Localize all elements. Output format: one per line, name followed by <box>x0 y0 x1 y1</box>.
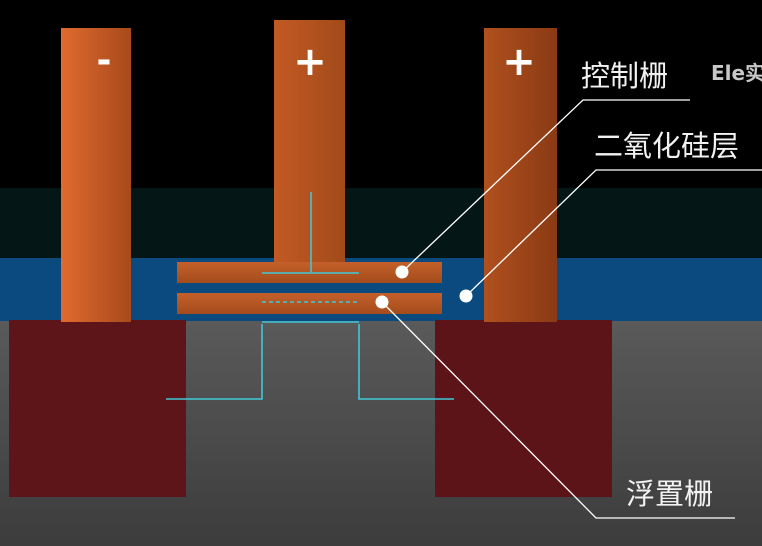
source-electrode <box>61 28 131 322</box>
floating-gate-marker <box>375 295 389 309</box>
oxide-leader <box>465 169 762 297</box>
drain-electrode <box>484 28 557 322</box>
drain-terminal-sign: + <box>502 39 536 85</box>
oxide-marker <box>459 289 473 303</box>
oxide-layer-label: 二氧化硅层 <box>594 129 739 163</box>
gate-terminal-sign: + <box>293 39 327 85</box>
source-region <box>9 320 186 497</box>
control-gate-marker <box>395 265 409 279</box>
floating-gate-leader <box>381 301 735 519</box>
gate-electrode <box>274 20 345 264</box>
control-gate-label: 控制栅 <box>581 59 668 93</box>
watermark: Ele实 <box>711 61 762 85</box>
transistor-symbol <box>166 192 454 400</box>
floating-gate-plate <box>177 293 442 314</box>
leader-lines <box>381 99 762 519</box>
source-terminal-sign: - <box>97 40 112 81</box>
floating-gate-label: 浮置栅 <box>626 477 713 511</box>
control-gate-leader <box>401 99 690 273</box>
drain-region <box>435 320 612 497</box>
